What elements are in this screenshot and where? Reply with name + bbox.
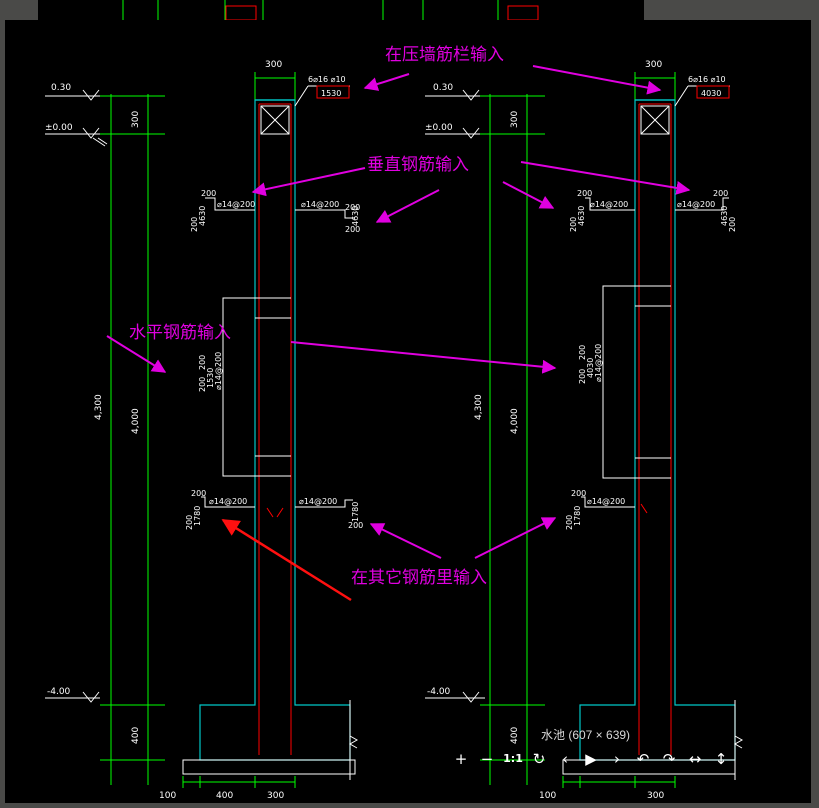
right-dim-wall: 300 — [645, 60, 662, 70]
left-dim-bottom-a: 100 — [159, 791, 176, 801]
left-wall-section: 0.30 ±0.00 -4.00 300 4,300 4,000 400 — [45, 60, 363, 801]
right-horiz-dim-b: 4030 — [586, 358, 595, 378]
annotation-other-rebar: 在其它钢筋里输入 — [351, 568, 487, 588]
right-upper-right-dim-c: 200 — [728, 217, 737, 232]
right-cap-note: 6⌀16 ⌀10 — [688, 75, 726, 84]
left-upper-right-dim-c: 200 — [345, 225, 360, 234]
left-dim-wall: 300 — [265, 60, 282, 70]
right-wall-section: 0.30 ±0.00 -4.00 300 4,300 4,000 400 — [425, 60, 744, 801]
right-upper-left-dim-c: 200 — [569, 217, 578, 232]
right-dim-mid: 4,000 — [510, 408, 520, 434]
arrow-other-red — [221, 518, 352, 602]
actual-size-button[interactable]: 1:1 — [503, 752, 523, 765]
annotation-vertical-rebar: 垂直钢筋输入 — [367, 155, 469, 175]
left-lower-left-dim-a: 200 — [191, 489, 206, 498]
left-cap-note: 6⌀16 ⌀10 — [308, 75, 346, 84]
rotate-right-button[interactable]: ↷ — [662, 750, 676, 768]
left-upper-left-dim-c: 200 — [190, 217, 199, 232]
arrow-vertical-4 — [520, 161, 691, 195]
left-upper-left-dim-b: 4630 — [198, 206, 207, 226]
left-cap-sub: 1530 — [321, 89, 341, 98]
right-horiz-note: ⌀14@200 — [594, 344, 603, 382]
left-upper-left-dim-a: 200 — [201, 189, 216, 198]
left-lower-left-dim-b: 1780 — [193, 506, 202, 526]
right-upper-left-dim-b: 4630 — [577, 206, 586, 226]
left-dim-top: 300 — [131, 111, 141, 128]
left-dim-mid: 4,000 — [131, 408, 141, 434]
right-dim-top: 300 — [510, 111, 520, 128]
right-lower-left-dim-b: 1780 — [573, 506, 582, 526]
left-horiz-dim-b: 1530 — [206, 368, 215, 388]
previous-image-strip — [38, 0, 644, 21]
arrow-other-2 — [474, 517, 557, 559]
arrow-horizontal-1 — [106, 335, 167, 373]
annotation-cap-rebar: 在压墙筋栏输入 — [385, 45, 504, 65]
arrow-horizontal-2 — [290, 341, 557, 374]
right-level-zero: ±0.00 — [425, 123, 453, 133]
previous-image-button[interactable]: ‹ — [562, 750, 568, 768]
previous-drawing-preview — [122, 0, 539, 21]
right-upper-right-note: ⌀14@200 — [677, 200, 715, 209]
right-level-bottom: -4.00 — [427, 687, 451, 697]
fit-width-button[interactable]: ↔ — [688, 750, 702, 768]
left-dim-base: 400 — [131, 727, 141, 744]
drawing-canvas: 0.30 ±0.00 -4.00 300 4,300 4,000 400 — [5, 20, 811, 803]
right-lower-left-dim-c: 200 — [565, 515, 574, 530]
arrow-vertical-1 — [251, 167, 366, 197]
left-level-zero: ±0.00 — [45, 123, 73, 133]
arrow-cap-left — [363, 73, 410, 91]
right-dim-bottom-b: 300 — [647, 791, 664, 801]
right-upper-left-note: ⌀14@200 — [590, 200, 628, 209]
right-horiz-dim-c: 200 — [578, 369, 587, 384]
right-horiz-dim-a: 200 — [578, 345, 587, 360]
left-upper-right-dim-b: 4630 — [351, 206, 360, 226]
left-upper-right-note: ⌀14@200 — [301, 200, 339, 209]
left-dim-total: 4,300 — [94, 394, 104, 420]
right-lower-left-dim-a: 200 — [571, 489, 586, 498]
right-cap-sub: 4030 — [701, 89, 721, 98]
right-dim-total: 4,300 — [474, 394, 484, 420]
play-slideshow-button[interactable]: ▶ — [585, 750, 597, 768]
left-horiz-note: ⌀14@200 — [214, 352, 223, 390]
fit-height-button[interactable]: ↕ — [714, 750, 728, 768]
left-lower-right-dim-b: 200 — [348, 521, 363, 530]
right-dim-base: 400 — [510, 727, 520, 744]
right-upper-right-dim-a: 200 — [713, 189, 728, 198]
viewer-toolbar: + − 1:1 ↻ ‹ ▶ › ↶ ↷ ↔ ↕ — [448, 746, 734, 772]
left-lower-right-dim-a: 1780 — [351, 502, 360, 522]
left-lower-left-dim-c: 200 — [185, 515, 194, 530]
left-horiz-dim-c: 200 — [198, 377, 207, 392]
right-upper-right-dim-b: 4630 — [720, 206, 729, 226]
right-upper-left-dim-a: 200 — [577, 189, 592, 198]
left-lower-left-note: ⌀14@200 — [209, 497, 247, 506]
arrow-vertical-3 — [502, 181, 555, 209]
arrow-other-1 — [369, 523, 442, 559]
left-dim-bottom-c: 300 — [267, 791, 284, 801]
cad-drawing: 0.30 ±0.00 -4.00 300 4,300 4,000 400 — [45, 45, 744, 801]
rotate-left-button[interactable]: ↶ — [636, 750, 650, 768]
right-level-top: 0.30 — [433, 83, 453, 93]
left-lower-right-note: ⌀14@200 — [299, 497, 337, 506]
annotation-horizontal-rebar: 水平钢筋输入 — [129, 323, 231, 343]
left-upper-left-note: ⌀14@200 — [217, 200, 255, 209]
right-lower-left-note: ⌀14@200 — [587, 497, 625, 506]
zoom-in-button[interactable]: + — [454, 750, 468, 768]
left-horiz-dim-a: 200 — [198, 355, 207, 370]
left-level-bottom: -4.00 — [47, 687, 71, 697]
arrow-cap-right — [532, 65, 662, 95]
next-image-button[interactable]: › — [614, 750, 620, 768]
annotation-layer: 在压墙筋栏输入 垂直钢筋输入 水平钢筋输入 在其它钢筋里输入 — [106, 45, 691, 602]
left-dim-bottom-b: 400 — [216, 791, 233, 801]
left-upper-right-dim-a: 200 — [345, 203, 360, 212]
refresh-icon[interactable]: ↻ — [532, 750, 546, 768]
arrow-vertical-2 — [375, 189, 440, 223]
zoom-out-button[interactable]: − — [480, 750, 494, 768]
image-caption: 水池 (607 × 639) — [541, 728, 631, 742]
left-level-top: 0.30 — [51, 83, 71, 93]
right-dim-bottom-a: 100 — [539, 791, 556, 801]
